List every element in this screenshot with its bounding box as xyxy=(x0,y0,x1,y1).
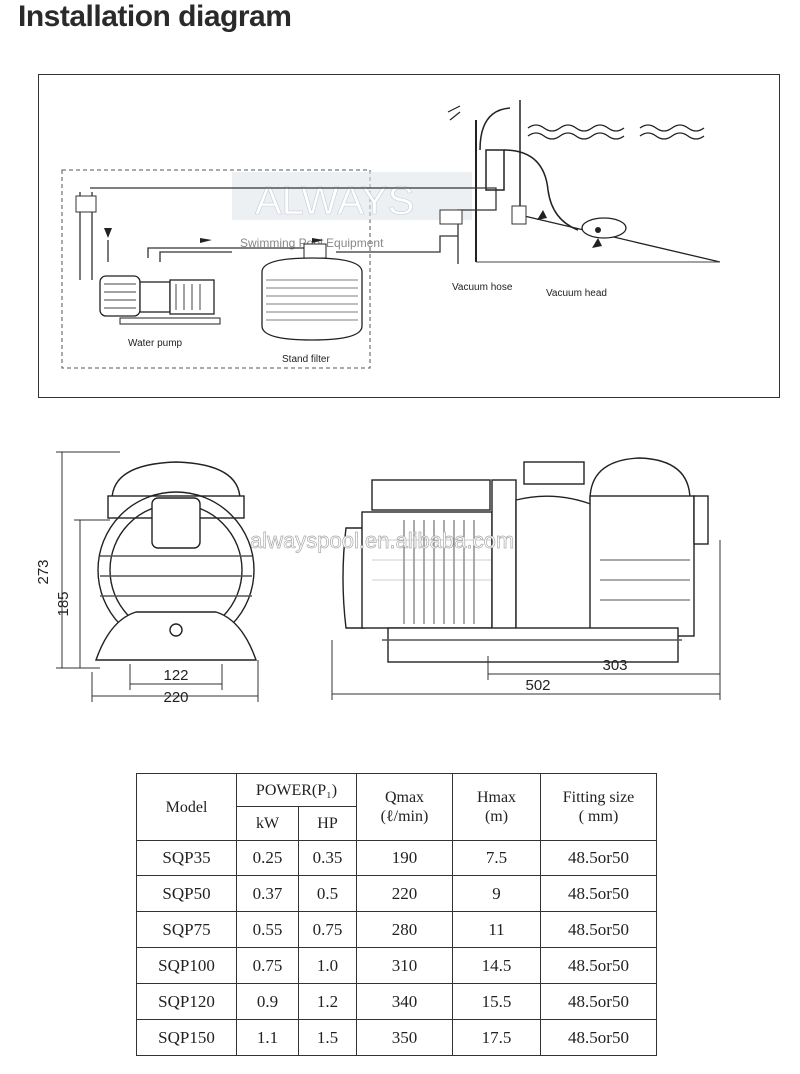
cell-hmax: 11 xyxy=(452,911,541,948)
pump-side-view xyxy=(342,457,709,663)
flow-arrow-icon xyxy=(447,105,461,121)
cell-kw: 0.75 xyxy=(236,947,299,984)
cell-model: SQP75 xyxy=(136,911,237,948)
spec-table: Model POWER(P₁) Qmax (ℓ/min) Hmax (m) Fi… xyxy=(136,773,657,1056)
cell-fitting: 48.5or50 xyxy=(540,875,657,912)
vacuum-head-drawing xyxy=(581,217,627,239)
header-hmax-label: Hmax xyxy=(476,789,517,806)
cell-model: SQP35 xyxy=(136,840,237,876)
cell-fitting: 48.5or50 xyxy=(540,1019,657,1056)
header-fitting-label: Fitting size xyxy=(562,789,635,806)
label-water-pump: Water pump xyxy=(128,338,183,349)
installation-diagram: ALWAYS Swimming Pool Equipment Water pum… xyxy=(61,100,721,369)
cell-fitting: 48.5or50 xyxy=(540,911,657,948)
cell-hmax: 17.5 xyxy=(452,1019,541,1056)
header-hp: HP xyxy=(298,806,357,841)
header-qmax-label: Qmax xyxy=(384,789,425,806)
dimension-drawing: 273 185 122 220 303 502 alwayspool.en.al… xyxy=(35,451,721,706)
label-stand-filter: Stand filter xyxy=(282,354,330,365)
cell-hmax: 9 xyxy=(452,875,541,912)
flow-arrow-icon xyxy=(312,238,324,243)
header-qmax: Qmax (ℓ/min) xyxy=(356,773,453,841)
flow-arrow-icon xyxy=(537,210,547,220)
header-fitting: Fitting size ( mm) xyxy=(540,773,657,841)
table-row: SQP35 0.25 0.35 190 7.5 48.5or50 xyxy=(136,840,657,876)
cell-model: SQP120 xyxy=(136,983,237,1020)
side-dimension-lines xyxy=(331,540,721,700)
table-row: SQP150 1.1 1.5 350 17.5 48.5or50 xyxy=(136,1019,657,1056)
dim-height-total: 273 xyxy=(35,559,52,584)
cell-hmax: 7.5 xyxy=(452,840,541,876)
front-dimension-lines xyxy=(56,451,259,702)
cell-kw: 0.9 xyxy=(236,983,299,1020)
watermark-brand: ALWAYS xyxy=(255,179,414,223)
watermark-url: alwayspool.en.alibaba.com xyxy=(250,528,514,553)
equipment-enclosure xyxy=(61,169,371,369)
cell-qmax: 280 xyxy=(356,911,453,948)
label-vacuum-head: Vacuum head xyxy=(546,288,607,299)
cell-kw: 0.55 xyxy=(236,911,299,948)
dim-height-center: 185 xyxy=(55,591,72,616)
header-kw: kW xyxy=(236,806,299,841)
cell-fitting: 48.5or50 xyxy=(540,983,657,1020)
cell-qmax: 310 xyxy=(356,947,453,984)
cell-kw: 1.1 xyxy=(236,1019,299,1056)
cell-hp: 1.0 xyxy=(298,947,357,984)
cell-model: SQP100 xyxy=(136,947,237,984)
cell-fitting: 48.5or50 xyxy=(540,947,657,984)
cell-model: SQP50 xyxy=(136,875,237,912)
page-title: Installation diagram xyxy=(18,0,292,33)
dim-length-total: 502 xyxy=(525,677,550,694)
stand-filter-drawing xyxy=(261,243,363,341)
cell-model: SQP150 xyxy=(136,1019,237,1056)
cell-qmax: 350 xyxy=(356,1019,453,1056)
header-qmax-unit: (ℓ/min) xyxy=(380,808,429,825)
flow-arrow-icon xyxy=(104,228,112,238)
cell-hp: 0.35 xyxy=(298,840,357,876)
cell-hp: 1.5 xyxy=(298,1019,357,1056)
table-row: SQP50 0.37 0.5 220 9 48.5or50 xyxy=(136,875,657,912)
flow-arrow-icon xyxy=(592,238,602,248)
cell-kw: 0.37 xyxy=(236,875,299,912)
header-hmax-unit: (m) xyxy=(484,808,509,825)
water-waves xyxy=(527,124,705,140)
pump-front-view xyxy=(95,461,257,661)
table-row: SQP120 0.9 1.2 340 15.5 48.5or50 xyxy=(136,983,657,1020)
water-pump-drawing xyxy=(99,275,221,325)
cell-hmax: 15.5 xyxy=(452,983,541,1020)
cell-qmax: 340 xyxy=(356,983,453,1020)
dim-width-base: 122 xyxy=(163,667,188,684)
cell-kw: 0.25 xyxy=(236,840,299,876)
cell-hp: 1.2 xyxy=(298,983,357,1020)
watermark-subtitle: Swimming Pool Equipment xyxy=(240,236,384,250)
table-row: SQP100 0.75 1.0 310 14.5 48.5or50 xyxy=(136,947,657,984)
vacuum-hose-drawing xyxy=(503,149,579,231)
cell-hp: 0.5 xyxy=(298,875,357,912)
cell-qmax: 220 xyxy=(356,875,453,912)
cell-hp: 0.75 xyxy=(298,911,357,948)
cell-qmax: 190 xyxy=(356,840,453,876)
header-hmax: Hmax (m) xyxy=(452,773,541,841)
table-row: SQP75 0.55 0.75 280 11 48.5or50 xyxy=(136,911,657,948)
flow-arrow-icon xyxy=(200,238,212,243)
cell-hmax: 14.5 xyxy=(452,947,541,984)
dim-width-total: 220 xyxy=(163,689,188,706)
installation-diagram-frame xyxy=(38,74,780,398)
dim-length-head: 303 xyxy=(602,657,627,674)
header-fitting-unit: ( mm) xyxy=(578,808,619,825)
header-power: POWER(P₁) xyxy=(236,773,357,807)
label-vacuum-hose: Vacuum hose xyxy=(452,282,513,293)
header-model: Model xyxy=(136,773,237,841)
cell-fitting: 48.5or50 xyxy=(540,840,657,876)
